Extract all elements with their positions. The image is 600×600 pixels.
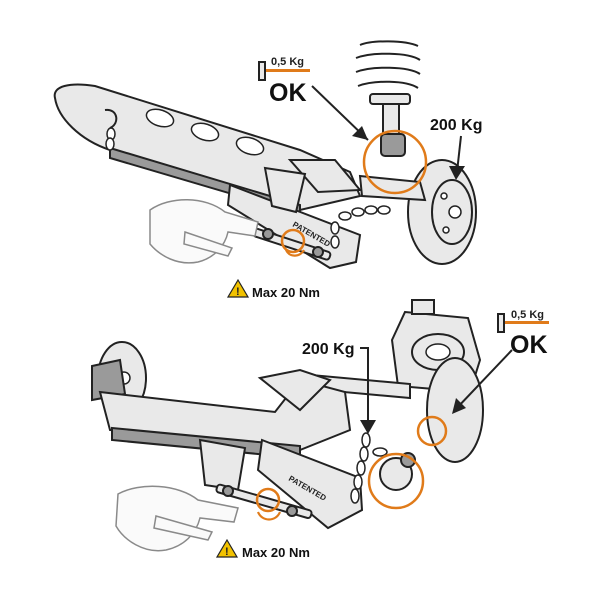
- bottom-gauge-weight: 0,5 Kg: [511, 309, 544, 321]
- bottom-load: 200 Kg: [302, 341, 376, 434]
- top-hook-chain: [104, 108, 118, 151]
- top-load-label: 200 Kg: [430, 117, 482, 134]
- bottom-torque-label: Max 20 Nm: [242, 545, 310, 560]
- gauge-icon: [258, 61, 266, 81]
- bottom-hand-icon: [115, 485, 239, 552]
- top-gauge: 0,5 Kg OK: [258, 56, 369, 141]
- top-gauge-weight: 0,5 Kg: [271, 56, 304, 68]
- bottom-tool: PATENTED: [256, 438, 364, 530]
- bottom-trailing-arm: [98, 368, 352, 492]
- top-spring-strut: [355, 40, 421, 157]
- rotation-arrow-icon: [256, 511, 282, 521]
- bottom-spindle: [215, 483, 313, 519]
- top-torque-label: Max 20 Nm: [252, 285, 320, 300]
- top-brake-hub: [358, 159, 477, 265]
- gauge-icon: [497, 313, 505, 333]
- rotation-arrow-icon: [285, 249, 305, 257]
- svg-text:!: !: [236, 286, 240, 298]
- top-trailing-arm: [53, 83, 363, 216]
- bottom-torque-warning: ! Max 20 Nm: [215, 538, 310, 560]
- bottom-highlights: [255, 415, 448, 521]
- bottom-panel: PATENTED: [91, 299, 549, 560]
- bottom-safety-chain: [350, 432, 388, 504]
- warning-icon: [215, 538, 239, 558]
- bottom-gauge: 0,5 Kg OK: [452, 309, 549, 414]
- top-load: 200 Kg: [430, 117, 482, 180]
- down-arrow-icon: [454, 349, 513, 411]
- bottom-caliper: [390, 299, 484, 463]
- top-highlights: [280, 129, 428, 257]
- top-hand-icon: [149, 199, 259, 264]
- top-gauge-status: OK: [269, 79, 307, 107]
- bottom-gauge-status: OK: [510, 331, 548, 359]
- svg-text:!: !: [225, 546, 229, 558]
- top-panel: PATENTED: [53, 40, 482, 300]
- bottom-ball-joint: [379, 452, 416, 491]
- top-torque-warning: ! Max 20 Nm: [226, 278, 320, 300]
- warning-icon: [226, 278, 250, 298]
- top-safety-chain: [330, 205, 391, 249]
- bottom-load-label: 200 Kg: [302, 341, 354, 358]
